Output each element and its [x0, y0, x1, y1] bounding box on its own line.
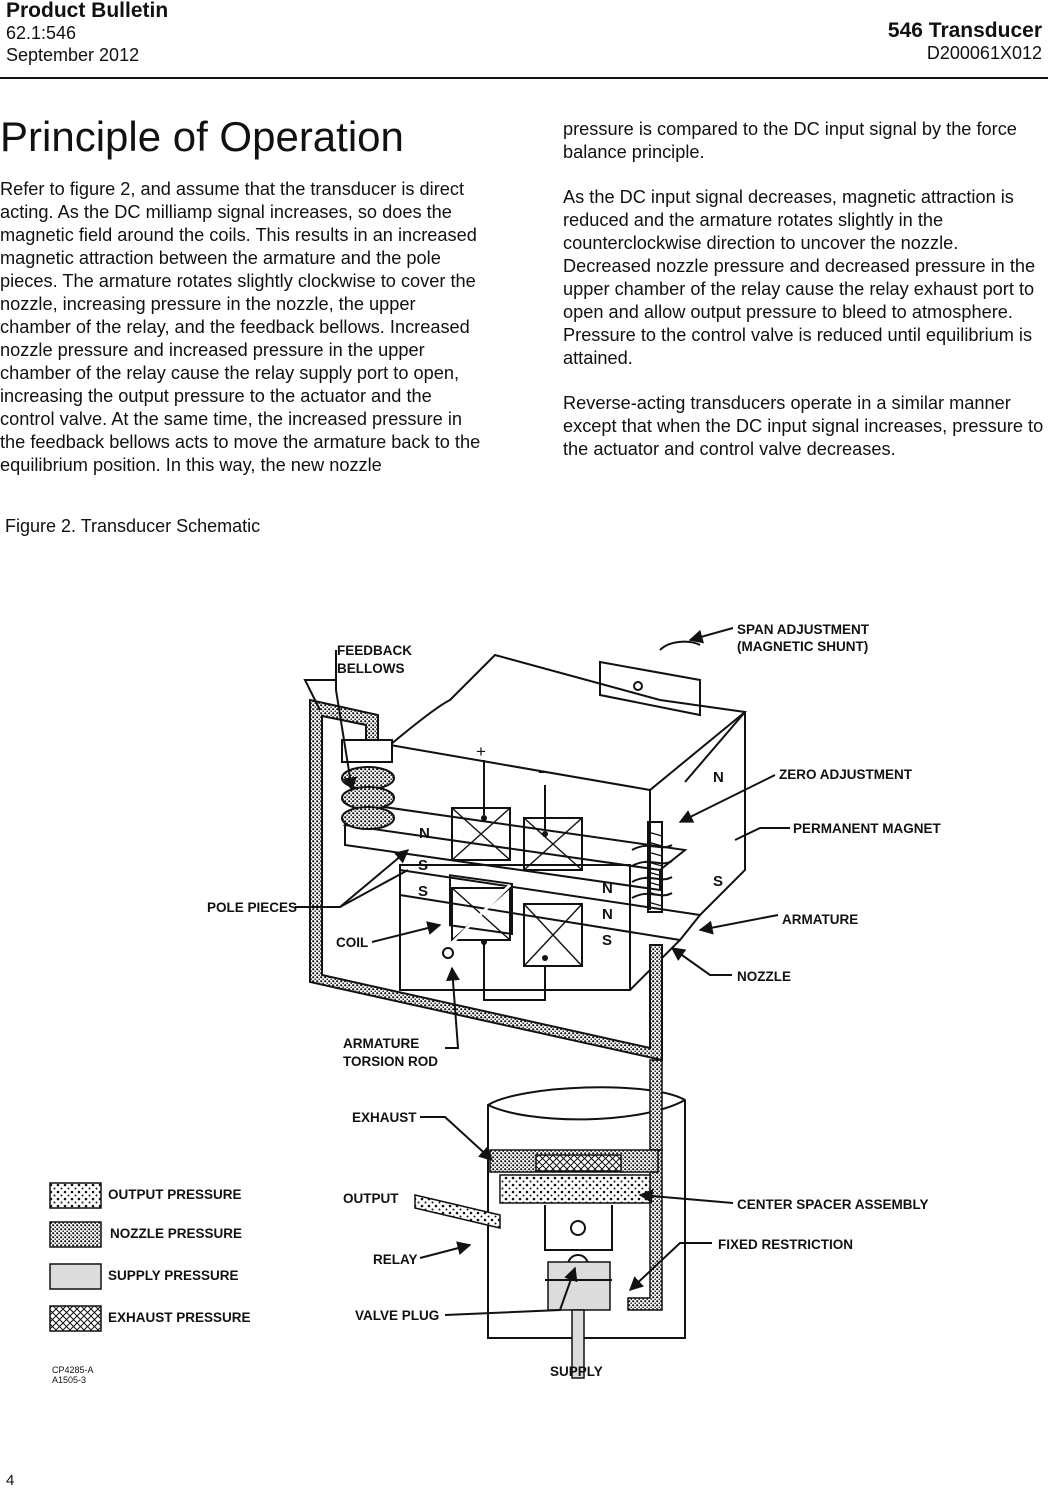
bulletin-number: 62.1:546	[6, 23, 77, 43]
paragraph: Refer to figure 2, and assume that the t…	[0, 179, 481, 475]
document-id: D200061X012	[926, 43, 1042, 63]
label-zero-adjustment: ZERO ADJUSTMENT	[779, 767, 913, 782]
header-rule	[0, 77, 1048, 79]
legend-swatch-nozzle	[49, 1221, 102, 1248]
label-relay: RELAY	[373, 1252, 418, 1267]
paragraph: As the DC input signal decreases, magnet…	[563, 187, 1036, 368]
legend-label: OUTPUT PRESSURE	[108, 1187, 242, 1202]
legend-swatch-supply	[49, 1263, 102, 1290]
label-exhaust: EXHAUST	[352, 1110, 417, 1125]
relay-body	[414, 1059, 686, 1379]
label-pole-pieces: POLE PIECES	[207, 900, 297, 915]
label-armature: ARMATURE	[782, 912, 858, 927]
left-column: Refer to figure 2, and assume that the t…	[0, 178, 488, 499]
pole-mark: N	[602, 880, 613, 897]
header-left: Product Bulletin 62.1:546 September 2012	[6, 0, 168, 66]
label-span-adjustment: (MAGNETIC SHUNT)	[737, 639, 868, 654]
label-feedback-bellows: BELLOWS	[337, 661, 405, 676]
label-torsion-rod: ARMATURE	[343, 1036, 419, 1051]
transducer-housing	[389, 640, 747, 991]
right-column: pressure is compared to the DC input sig…	[563, 118, 1048, 483]
legend-label: EXHAUST PRESSURE	[108, 1310, 251, 1325]
label-coil: COIL	[336, 935, 368, 950]
pole-mark: S	[713, 873, 723, 890]
drawing-code: A1505-3	[52, 1375, 86, 1385]
paragraph: pressure is compared to the DC input sig…	[563, 119, 1017, 162]
legend-swatch-exhaust	[49, 1305, 102, 1332]
upper-plate	[342, 803, 688, 936]
coil-upper-left	[451, 807, 511, 861]
paragraph: Reverse-acting transducers operate in a …	[563, 393, 1044, 459]
legend-label: NOZZLE PRESSURE	[110, 1226, 242, 1241]
transducer-schematic: + − N S S N N S N S	[49, 622, 942, 1385]
pole-mark: S	[602, 932, 612, 949]
label-span-adjustment: SPAN ADJUSTMENT	[737, 622, 870, 637]
pole-mark: S	[418, 857, 428, 874]
page-number: 4	[6, 1472, 15, 1489]
label-output: OUTPUT	[343, 1191, 399, 1206]
pole-mark: N	[602, 906, 613, 923]
plus-sign: +	[476, 742, 486, 761]
coil-upper-right	[523, 817, 583, 871]
coil-lower-right	[523, 903, 583, 967]
bulletin-title: Product Bulletin	[6, 0, 169, 22]
section-title: Principle of Operation	[0, 113, 404, 160]
pole-mark: S	[418, 883, 428, 900]
legend-label: SUPPLY PRESSURE	[108, 1268, 239, 1283]
label-feedback-bellows: FEEDBACK	[337, 643, 412, 658]
bulletin-date: September 2012	[6, 45, 140, 65]
label-torsion-rod: TORSION ROD	[343, 1054, 438, 1069]
output-port	[414, 1194, 501, 1229]
minus-sign: −	[538, 763, 548, 782]
pressure-legend: OUTPUT PRESSURE NOZZLE PRESSURE SUPPLY P…	[49, 1182, 251, 1332]
supply-port	[571, 1309, 585, 1379]
figure-caption: Figure 2. Transducer Schematic	[5, 516, 261, 536]
leader-lines	[295, 627, 790, 1316]
label-center-spacer: CENTER SPACER ASSEMBLY	[737, 1197, 929, 1212]
label-valve-plug: VALVE PLUG	[355, 1308, 439, 1323]
label-fixed-restriction: FIXED RESTRICTION	[718, 1237, 853, 1252]
pole-mark: N	[419, 825, 430, 842]
header-right: 546 Transducer D200061X012	[888, 20, 1042, 64]
zero-adjustment-spring	[631, 821, 673, 913]
lower-plate	[399, 868, 702, 942]
legend-swatch-output	[49, 1182, 102, 1209]
product-name: 546 Transducer	[887, 19, 1042, 42]
coil-wire	[483, 940, 546, 1001]
label-nozzle: NOZZLE	[737, 969, 791, 984]
drawing-code: CP4285-A	[52, 1365, 94, 1375]
label-supply: SUPPLY	[550, 1364, 603, 1379]
pole-mark: N	[713, 769, 724, 786]
label-permanent-magnet: PERMANENT MAGNET	[793, 821, 942, 836]
